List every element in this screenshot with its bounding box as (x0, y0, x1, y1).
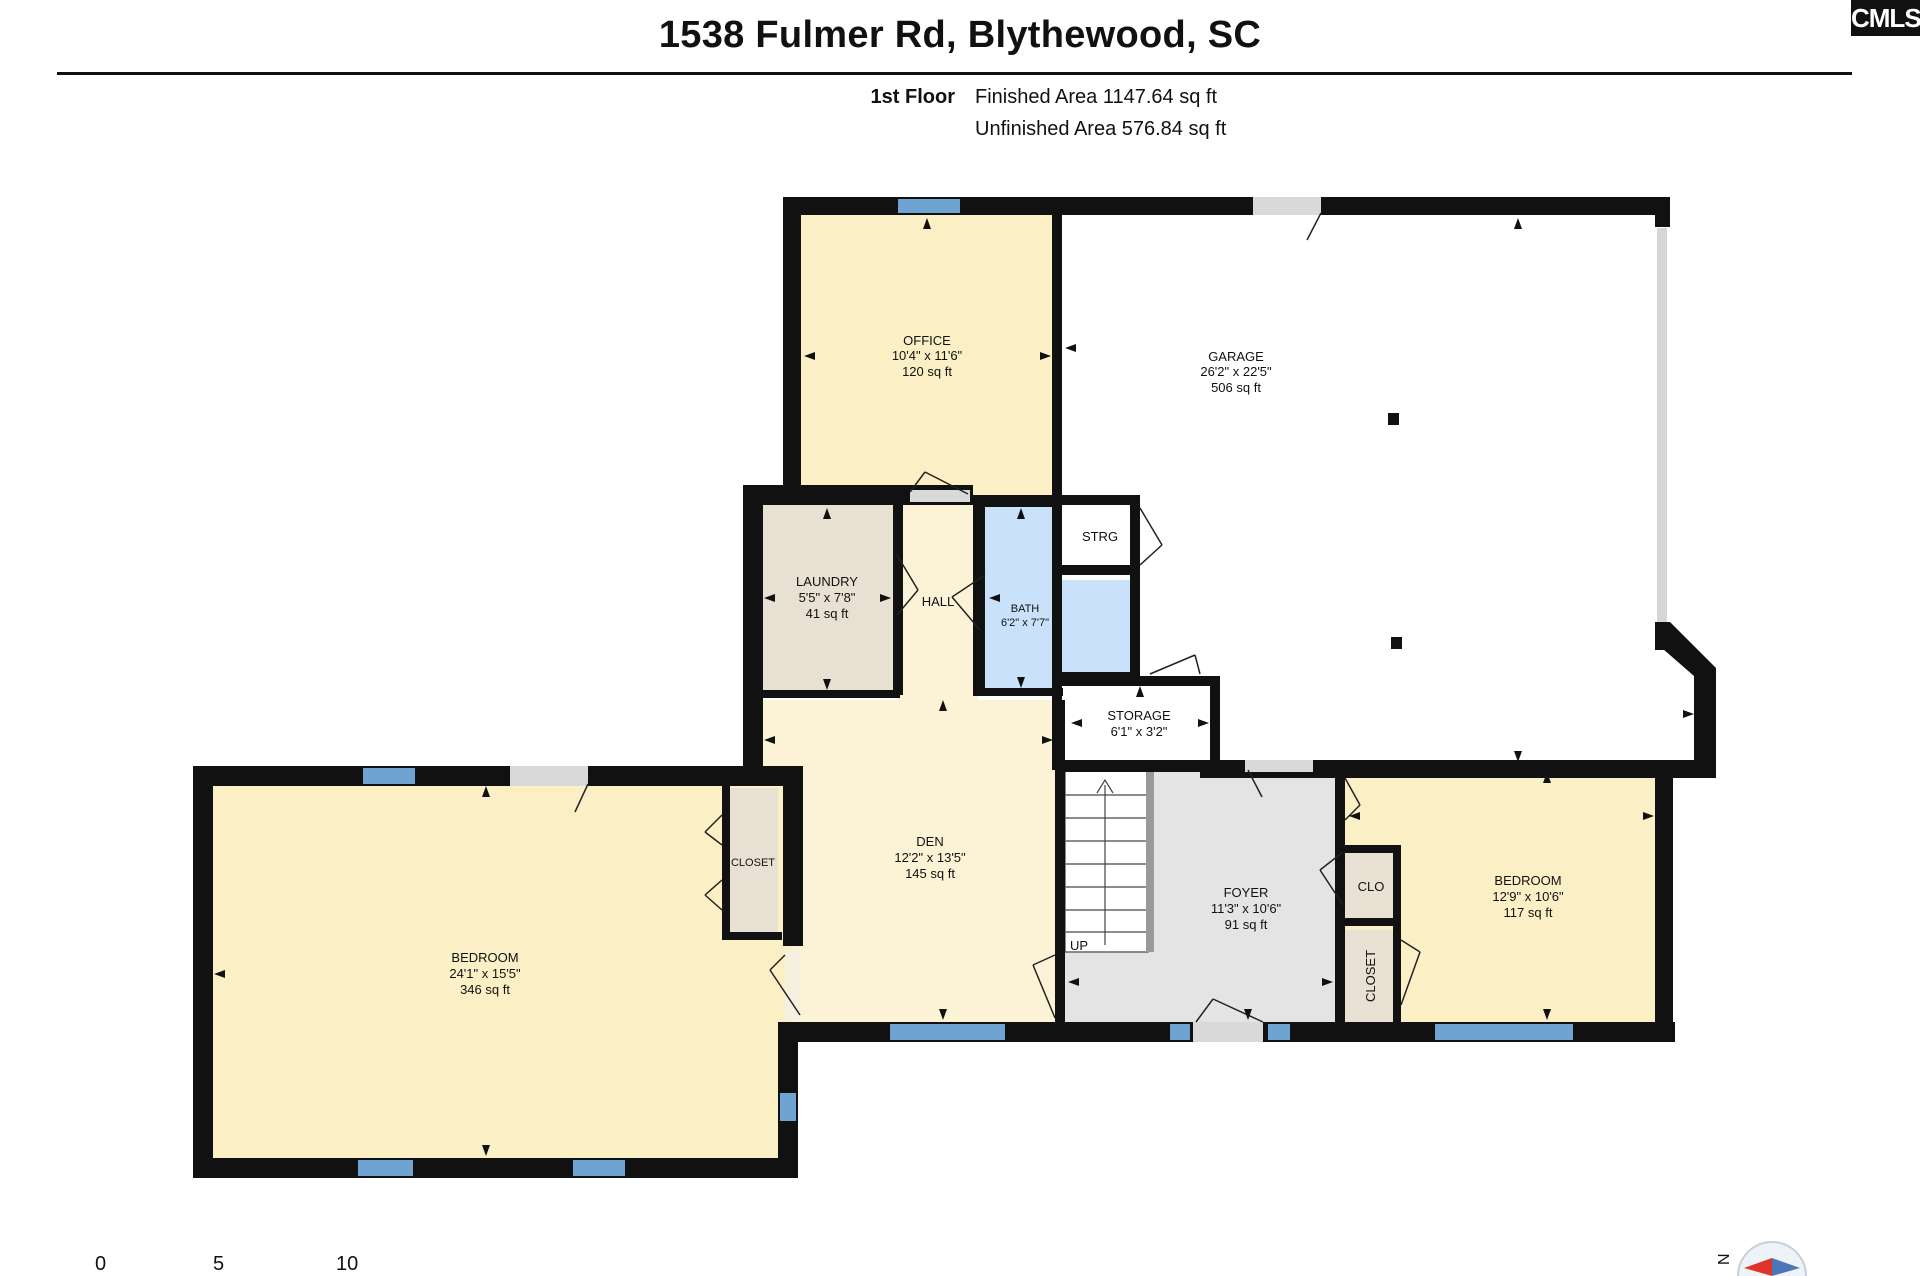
garage-fill (1060, 215, 1705, 770)
storage-name: STORAGE (1107, 708, 1171, 723)
den-fill (760, 700, 1058, 1022)
bedroom-right-name: BEDROOM (1494, 873, 1561, 888)
garage-name: GARAGE (1208, 349, 1264, 364)
foyer-name: FOYER (1224, 885, 1269, 900)
office-name: OFFICE (903, 333, 951, 348)
floor-label: 1st Floor (870, 86, 955, 108)
scale-label: 0 (95, 1253, 107, 1275)
scale-label: 10 (336, 1253, 359, 1275)
bedroom-left-dims: 24'1" x 15'5" (449, 966, 521, 981)
page-title: 1538 Fulmer Rd, Blythewood, SC (658, 14, 1262, 56)
bath-dims: 6'2" x 7'7" (1001, 617, 1049, 629)
stairs-label: UP (1070, 938, 1088, 953)
scale-label: 5 (213, 1253, 225, 1275)
closet-right-fill (1345, 930, 1395, 1022)
room-foyer: FOYER 11'3" x 10'6" 91 sq ft (1211, 885, 1282, 932)
closet-right-name: CLOSET (1363, 950, 1378, 1002)
compass-north-label: N (1716, 1253, 1733, 1265)
walls (193, 197, 1716, 1178)
room-bath: BATH 6'2" x 7'7" (1001, 603, 1049, 629)
garage-area: 506 sq ft (1211, 380, 1261, 395)
bath-name: BATH (1011, 603, 1040, 615)
finished-area: Finished Area 1147.64 sq ft (975, 86, 1218, 108)
stairs (1064, 769, 1154, 953)
den-area: 145 sq ft (905, 866, 955, 881)
cmls-logo: CMLS (1851, 0, 1920, 36)
storage-fill (1068, 686, 1213, 762)
office-fill (800, 215, 1055, 500)
dimension-markers (214, 218, 1694, 1156)
foyer-dims: 11'3" x 10'6" (1211, 901, 1282, 916)
bedroom-right-dims: 12'9" x 10'6" (1492, 889, 1564, 904)
bedroom-right-area: 117 sq ft (1504, 905, 1553, 920)
room-office: OFFICE 10'4" x 11'6" 120 sq ft (892, 333, 963, 379)
laundry-fill (760, 505, 895, 695)
bedroom-left-area: 346 sq ft (460, 982, 510, 997)
room-garage: GARAGE 26'2" x 22'5" 506 sq ft (1200, 349, 1272, 395)
laundry-dims: 5'5" x 7'8" (799, 590, 856, 605)
room-bedroom-left: BEDROOM 24'1" x 15'5" 346 sq ft (449, 950, 521, 997)
office-area: 120 sq ft (902, 364, 952, 379)
compass-icon: N (1716, 1241, 1807, 1276)
unfinished-area: Unfinished Area 576.84 sq ft (975, 118, 1227, 140)
room-den: DEN 12'2" x 13'5" 145 sq ft (894, 834, 966, 881)
laundry-area: 41 sq ft (806, 606, 849, 621)
garage-column (1391, 637, 1402, 649)
bedroom-left-fill (210, 783, 778, 1158)
room-bedroom-right: BEDROOM 12'9" x 10'6" 117 sq ft (1492, 873, 1564, 920)
hall-name: HALL (922, 594, 955, 609)
hall-fill (898, 505, 978, 700)
closet-left-name: CLOSET (731, 857, 775, 869)
closet-left-fill (727, 788, 778, 934)
foyer-area: 91 sq ft (1225, 917, 1268, 932)
room-storage: STORAGE 6'1" x 3'2" (1107, 708, 1171, 739)
windows (358, 199, 1667, 1176)
garage-column (1388, 413, 1399, 425)
clo-fill (1345, 852, 1395, 918)
strg-name: STRG (1082, 529, 1118, 544)
room-laundry: LAUNDRY 5'5" x 7'8" 41 sq ft (796, 574, 858, 621)
garage-dims: 26'2" x 22'5" (1200, 364, 1272, 379)
strg-fill (1068, 505, 1130, 570)
title-divider (57, 72, 1852, 75)
den-name: DEN (916, 834, 943, 849)
storage-dims: 6'1" x 3'2" (1111, 724, 1168, 739)
clo-name: CLO (1358, 879, 1385, 894)
office-dims: 10'4" x 11'6" (892, 348, 963, 363)
bedroom-left-name: BEDROOM (451, 950, 518, 965)
laundry-name: LAUNDRY (796, 574, 858, 589)
doors (510, 197, 1421, 1042)
den-dims: 12'2" x 13'5" (894, 850, 966, 865)
